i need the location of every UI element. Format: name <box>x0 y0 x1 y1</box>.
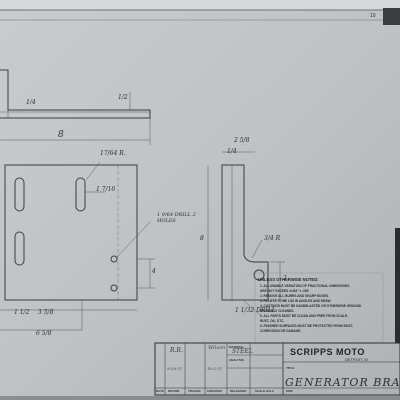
header-date: DATE <box>156 389 164 393</box>
paper <box>0 10 400 400</box>
dim-right-vert: 4 <box>152 268 156 275</box>
analysis-label: ANALYSIS <box>229 358 244 362</box>
title-label: TITLE <box>286 366 295 370</box>
note-line: 5. ALL PARTS MUST BE CLEAN AND FREE FROM… <box>260 314 349 318</box>
dim-side-thick: 1/4 <box>227 148 237 155</box>
date-one: 9-29-37 <box>167 366 183 371</box>
side-view <box>207 151 285 316</box>
dim-bottom-mid: 3 5/8 <box>38 309 54 316</box>
date-two: 10-2-37 <box>207 366 223 371</box>
dim-side-top-width: 2 5/8 <box>234 137 250 144</box>
dim-slot-center: 1 7/16 <box>96 186 116 193</box>
dim-side-height: 8 <box>200 235 204 242</box>
dim-side-radius: 3/4 R <box>264 235 281 242</box>
company-city: DETROIT, M <box>345 357 368 362</box>
header-traced: TRACED <box>188 389 201 393</box>
dim-side-drill: 1 1/32 DRILL <box>235 307 276 314</box>
dim-side-hole: 2 <box>283 275 287 282</box>
dim-left-edge: 1 1/2 <box>14 309 30 316</box>
note-line: 3. FILLETS TO BE 1/32 IN ANGLES AND DRAW… <box>260 299 332 303</box>
note-line: 1. ALLOWABLE VARIATION OF FRACTIONAL DIM… <box>260 284 350 288</box>
note-line: 6. FINISHED SURFACES MUST BE PROTECTED F… <box>260 324 353 328</box>
checked-by: Wilson <box>208 345 226 351</box>
company-name: SCRIPPS MOTO <box>290 347 365 357</box>
notes-heading: UNLESS OTHERWISE NOTED: <box>258 277 319 282</box>
note-line: CORROSION OR DAMAGE. <box>260 329 302 333</box>
dim-hole-note: 1 9/64 DRILL 2 HOLES <box>157 212 196 224</box>
dim-slot-note: 17/64 R. <box>100 150 126 157</box>
note-line: 4. CASTINGS MUST BE SANDBLASTED OR OTHER… <box>260 304 362 308</box>
dim-top-height: 1/2 <box>118 94 128 101</box>
material-label: MATERIAL <box>229 345 245 349</box>
material-value: STEEL <box>232 348 253 355</box>
note-line: 2. REMOVE ALL BURRS AND SHARP EDGES. <box>260 294 330 298</box>
header-checked: CHECKED <box>207 389 222 393</box>
header-drawn: DRAWN <box>168 389 180 393</box>
header-size: SIZE <box>286 389 293 393</box>
dim-top-thickness: 1/4 <box>26 99 36 106</box>
header-scale: SCALE HALF <box>255 389 274 393</box>
note-line: ARE NOT EXCEED ±1/64" ± .005 <box>260 289 309 293</box>
note-line: PROPERLY CLEANED. <box>260 309 295 313</box>
front-view <box>0 161 155 331</box>
note-line: RUST, OIL, ETC. <box>260 319 285 323</box>
header-released: RELEASED <box>230 389 247 393</box>
sheet-number: 10 <box>370 13 376 19</box>
top-view <box>0 69 151 145</box>
dim-bottom-total: 6 5/8 <box>36 330 52 337</box>
drawing-title: GENERATOR BRA <box>285 376 400 389</box>
drawn-by: R.R. <box>170 347 183 354</box>
dim-top-length: 8 <box>58 130 64 140</box>
title-block <box>154 342 400 396</box>
